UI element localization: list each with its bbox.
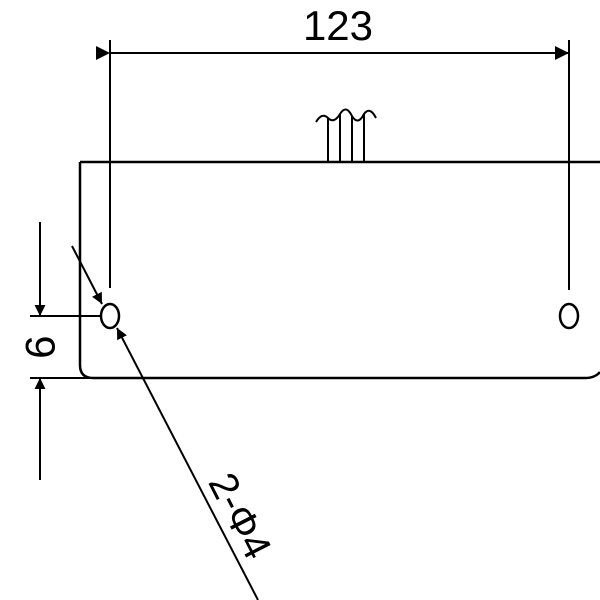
hole-callout-label: 2-Φ4 — [200, 466, 280, 566]
mounting-hole-right — [558, 302, 580, 330]
leader-line-upper — [71, 245, 103, 305]
height-dimension-label: 9 — [17, 335, 64, 358]
mounting-hole-left — [99, 302, 121, 330]
leader-line-lower — [116, 327, 259, 600]
width-dimension-label: 123 — [303, 2, 373, 49]
terminal-leads — [315, 108, 377, 162]
component-body-outline — [78, 160, 600, 380]
